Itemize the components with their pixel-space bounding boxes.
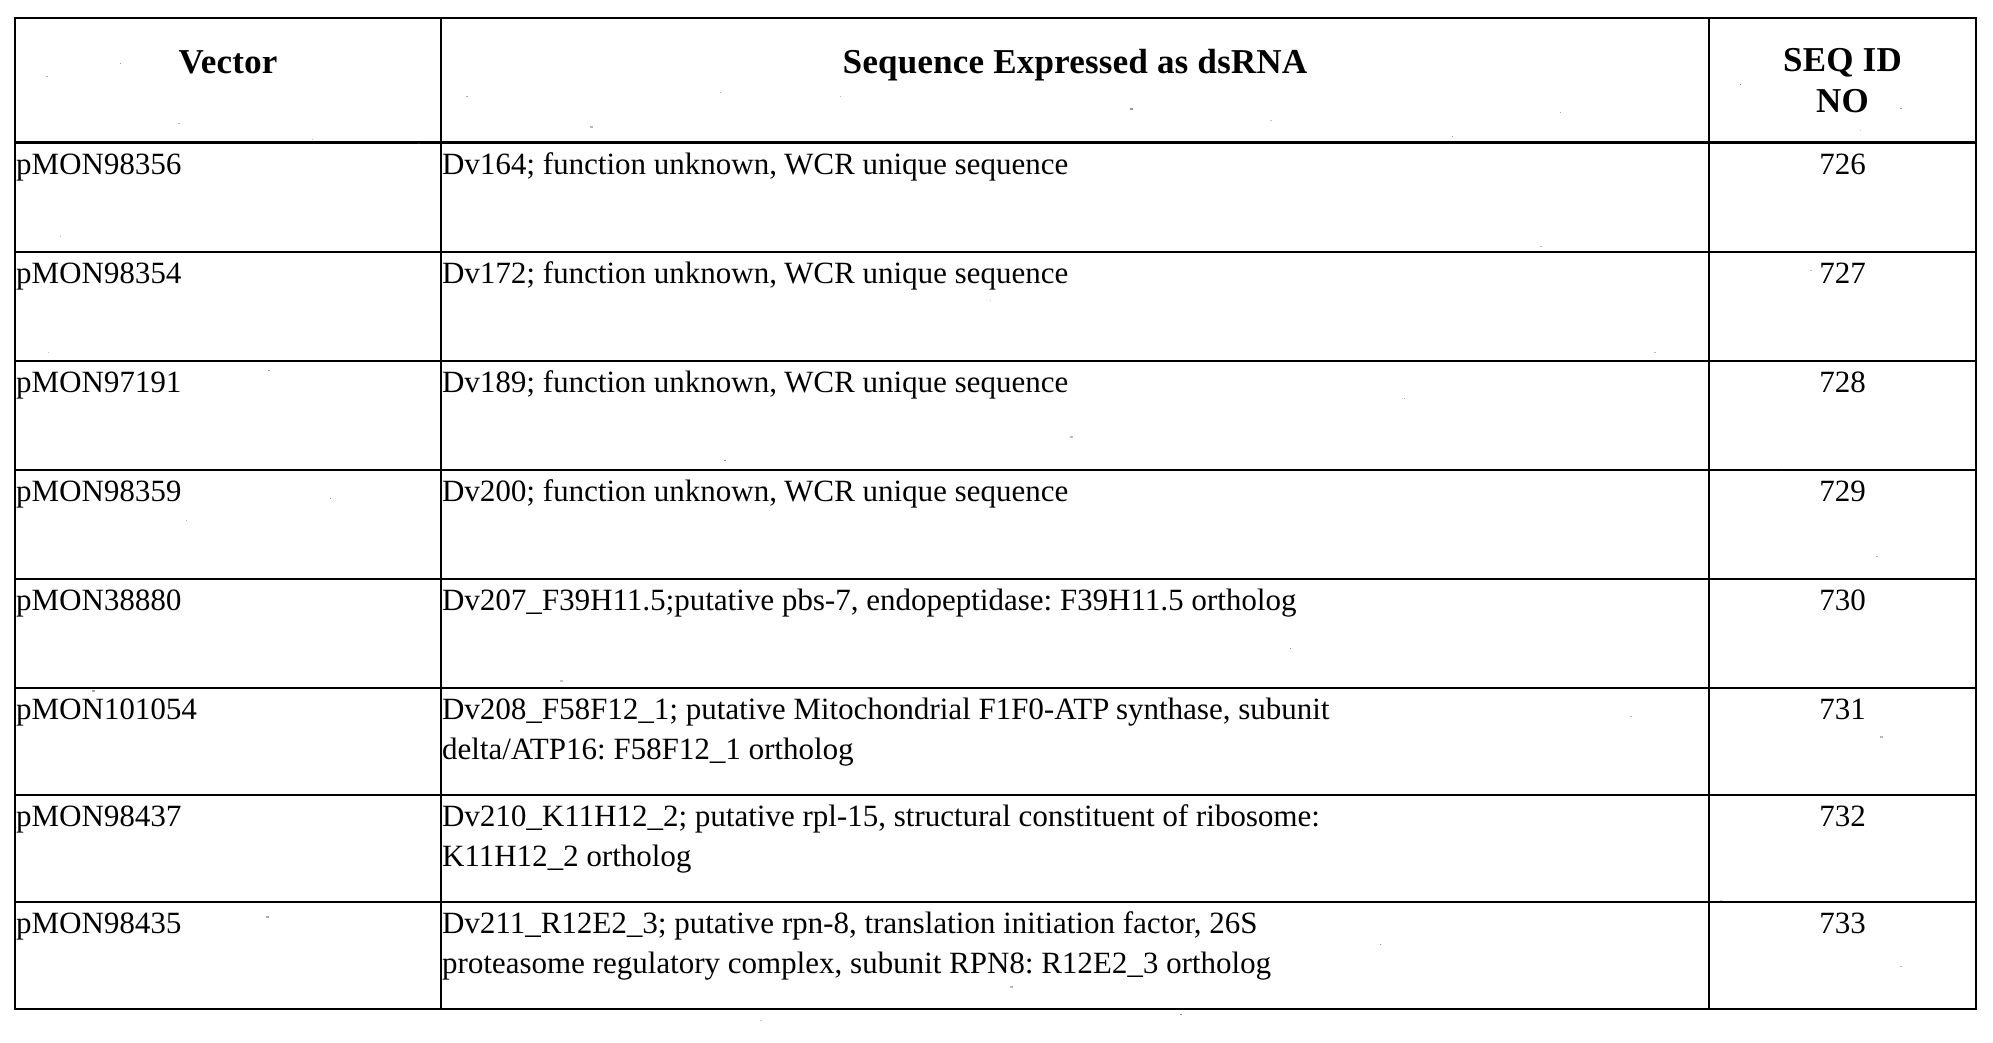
cell-seq-id: 728 (1708, 359, 1977, 471)
cell-vector: pMON98356 (14, 141, 442, 254)
cell-vector: pMON98354 (14, 251, 442, 362)
cell-seq-id: 730 (1708, 577, 1977, 689)
cell-seq-id: 727 (1708, 251, 1977, 362)
sequence-line: Dv210_K11H12_2; putative rpl-15, structu… (442, 797, 1320, 833)
cell-vector: pMON98359 (14, 468, 442, 580)
cell-seq-id: 726 (1708, 141, 1977, 254)
table-header: Vector Sequence Expressed as dsRNA SEQ I… (14, 17, 1977, 144)
sequence-line: K11H12_2 ortholog (442, 838, 692, 874)
column-header-sequence: Sequence Expressed as dsRNA (440, 17, 1710, 144)
cell-vector: pMON97191 (14, 359, 442, 471)
sequence-line: proteasome regulatory complex, subunit R… (442, 945, 1272, 981)
column-header-vector: Vector (14, 17, 442, 144)
sequence-line: Dv207_F39H11.5;putative pbs-7, endopepti… (442, 581, 1297, 617)
cell-seq-id: 732 (1708, 793, 1977, 903)
cell-sequence: Dv210_K11H12_2; putative rpl-15, structu… (440, 793, 1710, 903)
cell-sequence: Dv164; function unknown, WCR unique sequ… (440, 141, 1710, 254)
column-header-seq-id-line1: SEQ ID (1783, 40, 1902, 79)
sequence-line: Dv172; function unknown, WCR unique sequ… (442, 255, 1069, 291)
cell-sequence: Dv172; function unknown, WCR unique sequ… (440, 251, 1710, 362)
column-header-sequence-label: Sequence Expressed as dsRNA (842, 42, 1308, 81)
cell-seq-id: 731 (1708, 686, 1977, 796)
cell-seq-id: 733 (1708, 900, 1977, 1011)
cell-sequence: Dv211_R12E2_3; putative rpn-8, translati… (440, 900, 1710, 1011)
cell-seq-id: 729 (1708, 468, 1977, 580)
sequence-line: Dv164; function unknown, WCR unique sequ… (442, 146, 1069, 181)
column-header-seq-id-no: SEQ ID NO (1708, 17, 1977, 144)
cell-sequence: Dv208_F58F12_1; putative Mitochondrial F… (440, 686, 1710, 796)
cell-sequence: Dv200; function unknown, WCR unique sequ… (440, 468, 1710, 580)
sequence-line: Dv189; function unknown, WCR unique sequ… (442, 363, 1069, 399)
cell-vector: pMON98435 (14, 900, 442, 1011)
sequence-line: Dv200; function unknown, WCR unique sequ… (442, 472, 1069, 508)
sequence-line: delta/ATP16: F58F12_1 ortholog (442, 730, 854, 766)
vector-sequence-table: Vector Sequence Expressed as dsRNA SEQ I… (14, 17, 1977, 1011)
cell-vector: pMON98437 (14, 793, 442, 903)
sequence-line: Dv208_F58F12_1; putative Mitochondrial F… (442, 690, 1330, 726)
cell-vector: pMON38880 (14, 577, 442, 689)
column-header-vector-label: Vector (178, 42, 278, 81)
sequence-line: Dv211_R12E2_3; putative rpn-8, translati… (442, 904, 1258, 940)
cell-vector: pMON101054 (14, 686, 442, 796)
header-row: Vector Sequence Expressed as dsRNA SEQ I… (14, 17, 1977, 144)
cell-sequence: Dv207_F39H11.5;putative pbs-7, endopepti… (440, 577, 1710, 689)
cell-sequence: Dv189; function unknown, WCR unique sequ… (440, 359, 1710, 471)
column-header-seq-id-line2: NO (1816, 81, 1869, 121)
